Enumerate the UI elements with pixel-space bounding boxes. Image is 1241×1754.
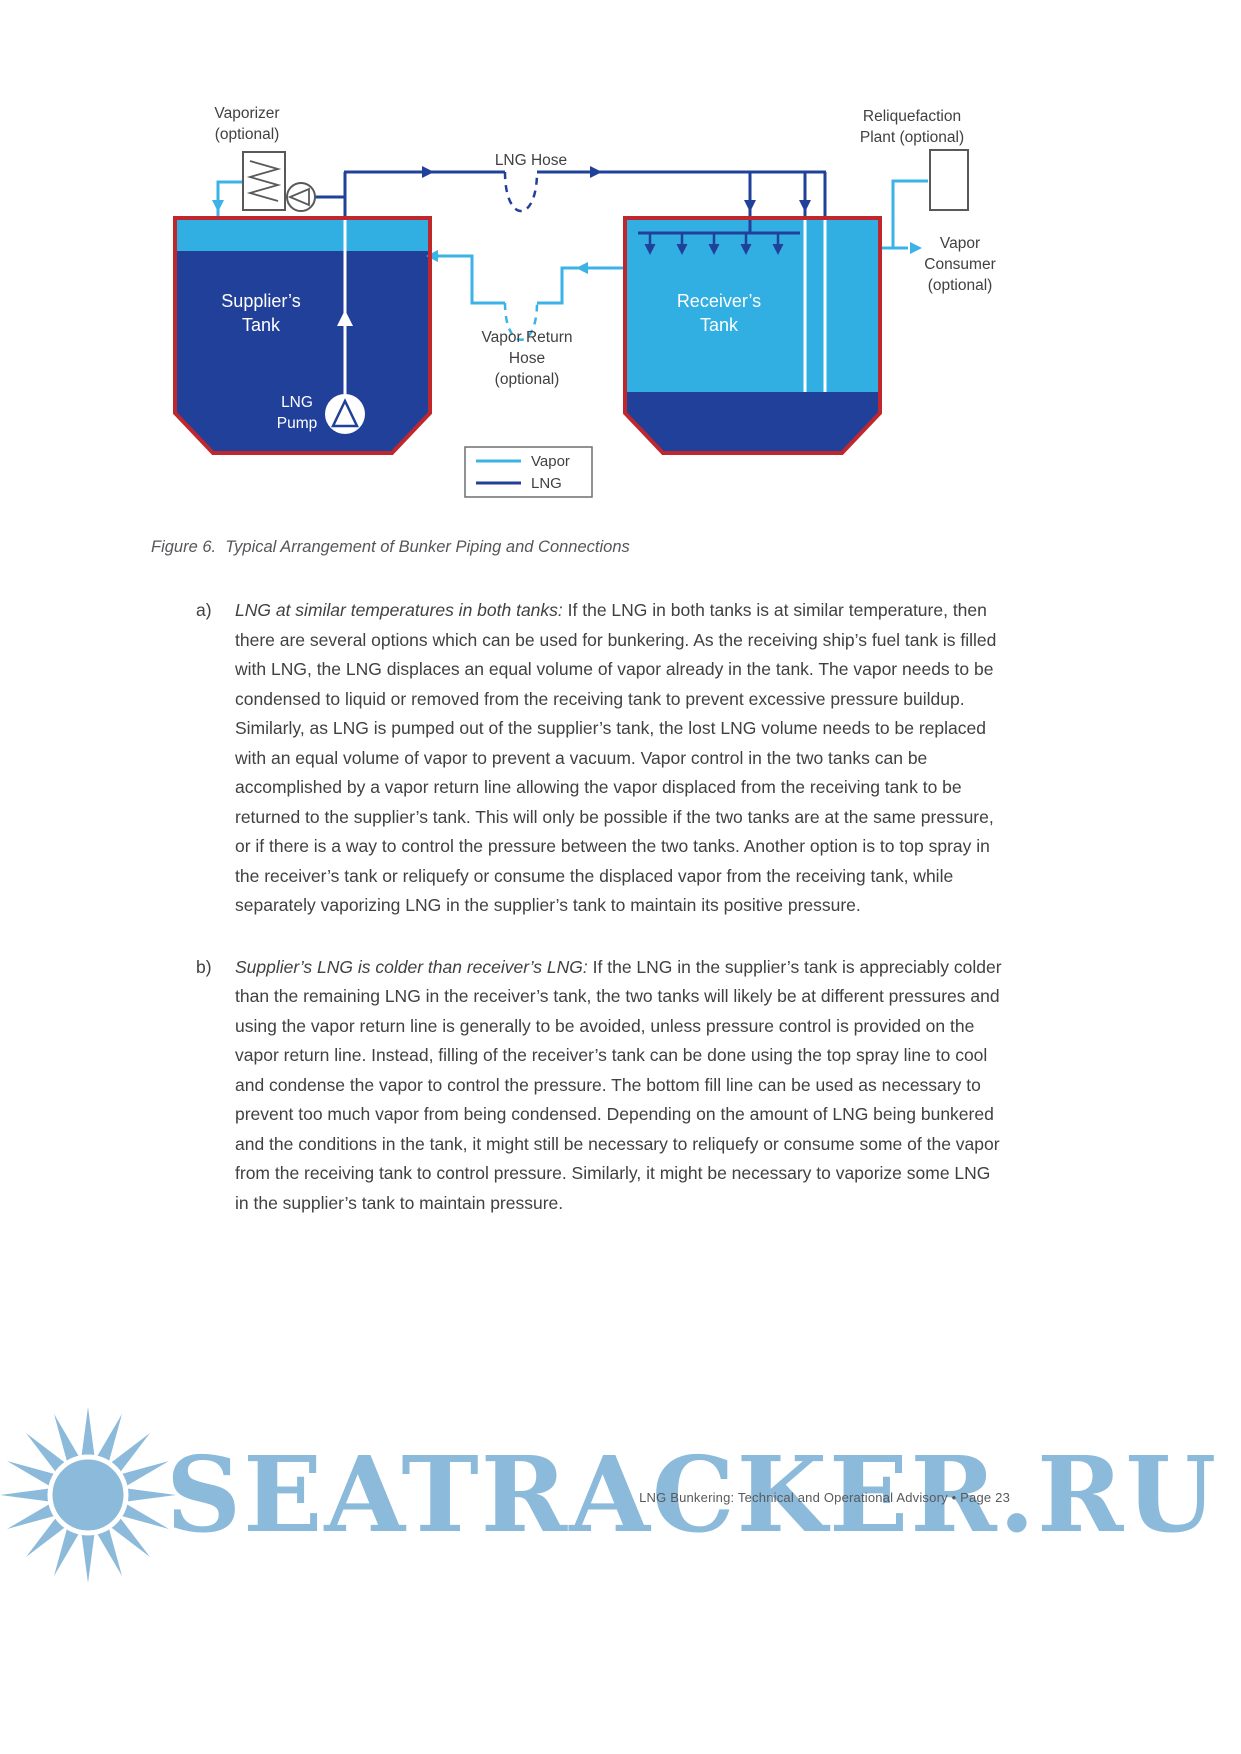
legend-vapor-label: Vapor <box>531 453 570 470</box>
lng-pump-label: LNG Pump <box>276 394 318 432</box>
top-spray-header <box>638 231 800 246</box>
vaporizer-pump-triangle-icon <box>287 187 310 207</box>
vapor-consumer-label: Vapor Consumer (optional) <box>924 235 996 294</box>
paragraph-a: a) LNG at similar temperatures in both t… <box>196 596 1008 921</box>
vapor-return-hose-label: Vapor Return Hose (optional) <box>481 329 573 388</box>
sun-logo-icon <box>0 1407 176 1583</box>
reliquefaction-plant-label: Reliquefaction Plant (optional) <box>859 108 965 146</box>
paragraph-b-lead: Supplier’s LNG is colder than receiver’s… <box>235 956 588 977</box>
lng-pump-triangle-icon <box>331 398 359 428</box>
lng-hose-label: LNG Hose <box>494 152 568 169</box>
legend-box <box>464 446 593 498</box>
figure-caption: Figure 6. Typical Arrangement of Bunker … <box>151 538 630 556</box>
paragraph-b: b) Supplier’s LNG is colder than receive… <box>196 953 1008 1219</box>
supplier-tank-body <box>175 218 430 453</box>
pump-riser-arrow-icon <box>337 310 353 326</box>
page-footer: LNG Bunkering: Technical and Operational… <box>639 1490 1010 1505</box>
supplier-tank-border <box>173 216 432 455</box>
list-marker-b: b) <box>196 956 212 977</box>
lng-flow-arrows <box>422 166 811 212</box>
list-marker-a: a) <box>196 600 212 620</box>
watermark-text: SEATRACKER.RU <box>166 1433 1219 1556</box>
spray-nozzle-arrows <box>644 244 784 255</box>
vaporizer-coil-icon <box>246 160 282 202</box>
watermark: SEATRACKER.RU <box>0 1396 1241 1596</box>
body-paragraphs: a) LNG at similar temperatures in both t… <box>196 596 1008 1218</box>
paragraph-b-text: If the LNG in the supplier’s tank is app… <box>235 956 1002 1213</box>
piping-diagram-canvas <box>173 149 969 498</box>
receiver-tank-border <box>623 216 882 455</box>
legend-lng-label: LNG <box>531 475 562 492</box>
paragraph-a-body: LNG at similar temperatures in both tank… <box>235 596 1005 921</box>
paragraph-a-lead: LNG at similar temperatures in both tank… <box>235 600 563 620</box>
paragraph-a-text: If the LNG in both tanks is at similar t… <box>235 600 997 915</box>
reliquefaction-plant-icon <box>929 149 969 211</box>
vapor-pipes <box>216 179 928 463</box>
supplier-tank-label: Supplier’s Tank <box>221 291 301 335</box>
supplier-tank-vapor-space <box>177 220 428 251</box>
paragraph-b-body: Supplier’s LNG is colder than receiver’s… <box>235 953 1005 1219</box>
receiver-tank-heel <box>625 392 880 453</box>
receiver-tank-label: Receiver’s Tank <box>676 291 762 335</box>
vaporizer-label: Vaporizer (optional) <box>214 105 280 143</box>
